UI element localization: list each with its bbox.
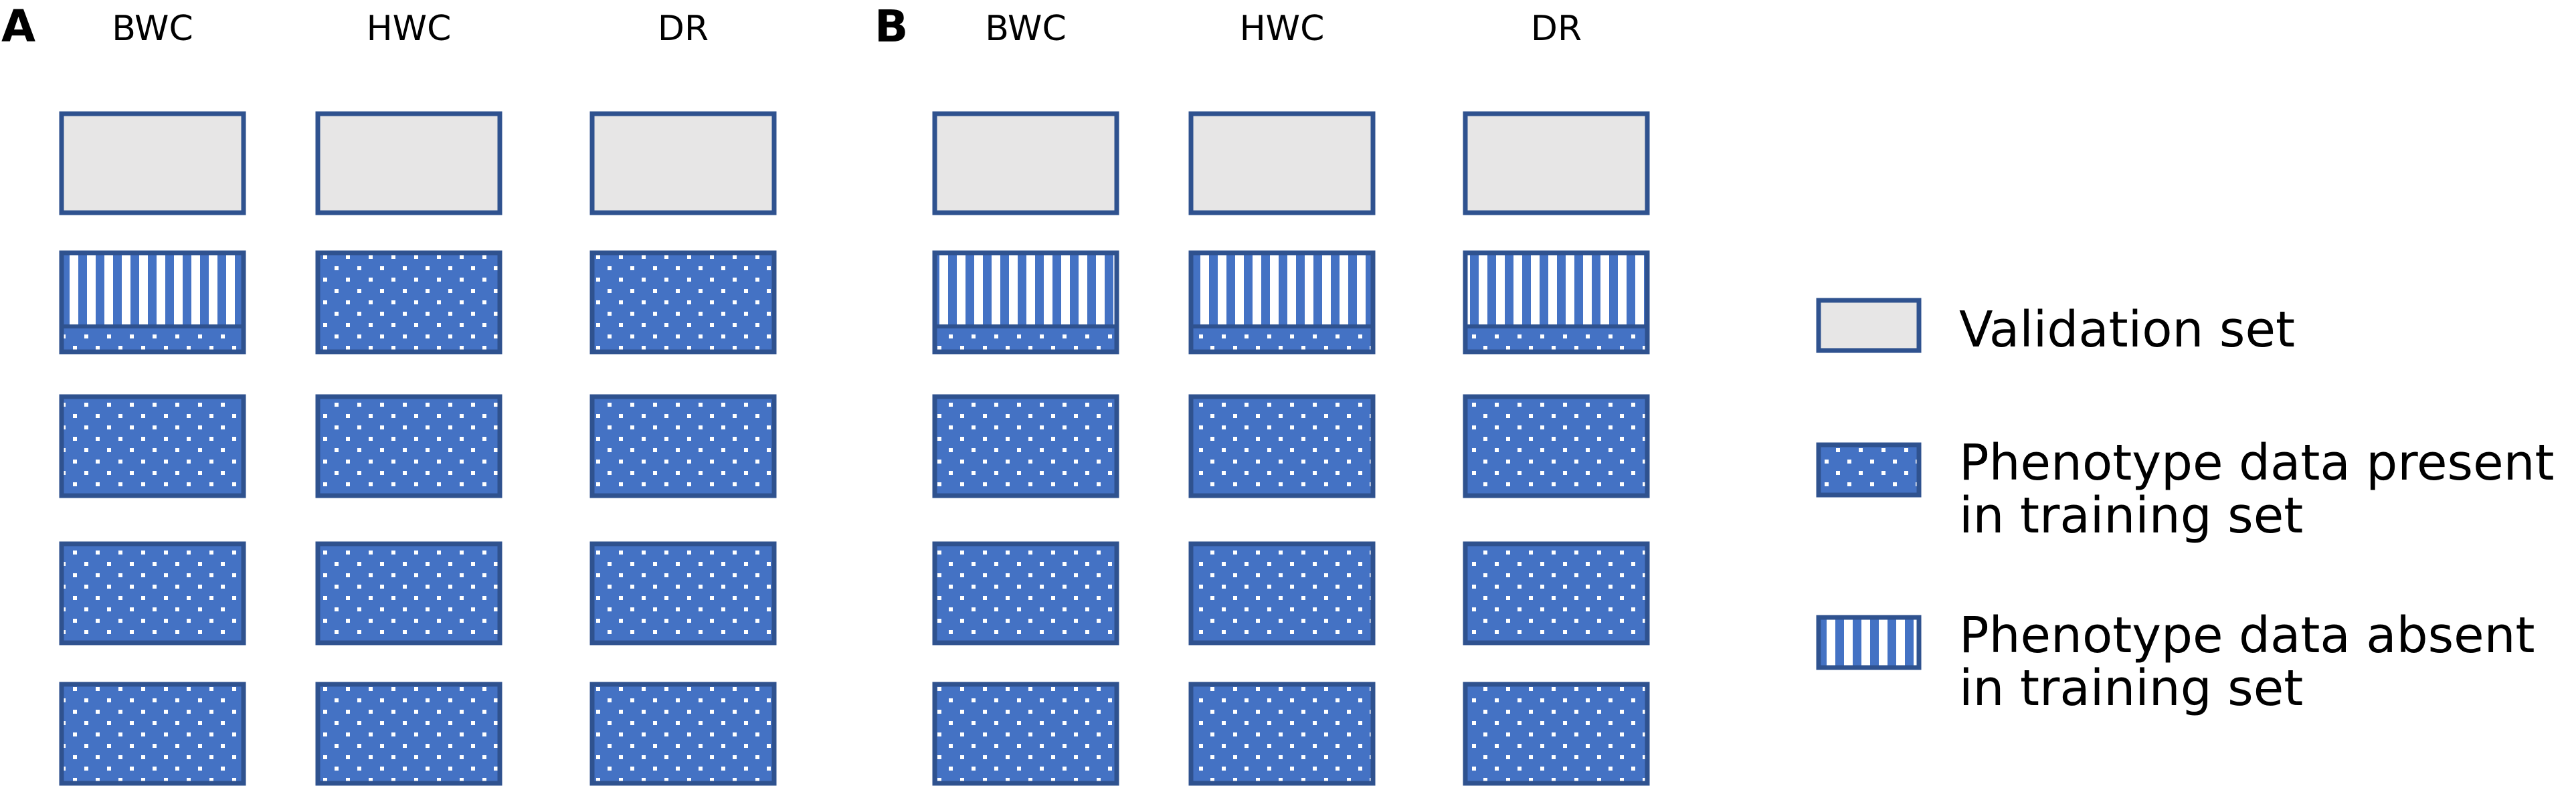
legend-label: Phenotype data absent <box>1959 607 2535 664</box>
fold-box-absent-partial <box>1463 250 1650 355</box>
fold-box-present <box>1463 682 1650 786</box>
legend-swatch-validation <box>1816 298 1922 353</box>
legend-swatch-present <box>1816 442 1922 498</box>
fold-box-present <box>59 682 246 786</box>
panel-letter: B <box>875 1 908 52</box>
column-header-dr: DR <box>658 9 709 49</box>
fold-box-present <box>589 682 777 786</box>
fold-box-present <box>315 394 502 498</box>
fold-box-validation <box>1463 111 1650 215</box>
column-header-hwc: HWC <box>1240 9 1325 49</box>
panel-letter: A <box>1 1 35 52</box>
fold-box-absent-partial <box>1188 250 1376 355</box>
fold-box-validation <box>932 111 1119 215</box>
legend-swatch-absent <box>1816 615 1922 670</box>
fold-box-present <box>315 682 502 786</box>
fold-box-present <box>1463 394 1650 498</box>
panel-a: A BWC HWC DR <box>1 1 777 786</box>
fold-box-present <box>59 394 246 498</box>
fold-box-present <box>315 250 502 355</box>
legend-item-validation: Validation set <box>1816 298 2295 359</box>
panel-b: B BWC HWC DR <box>875 1 1650 786</box>
column-header-bwc: BWC <box>112 9 193 49</box>
legend-label: Phenotype data present <box>1959 434 2555 492</box>
legend-label: Validation set <box>1959 301 2295 359</box>
fold-box-present <box>1188 682 1376 786</box>
fold-box-present <box>932 394 1119 498</box>
column-header-dr: DR <box>1531 9 1582 49</box>
fold-box-present <box>589 394 777 498</box>
fold-box-absent-partial <box>59 250 246 355</box>
fold-box-present <box>1463 541 1650 645</box>
fold-box-present <box>589 250 777 355</box>
column-header-bwc: BWC <box>985 9 1067 49</box>
fold-box-present <box>315 541 502 645</box>
legend-label: in training set <box>1959 487 2303 544</box>
fold-box-present <box>59 541 246 645</box>
legend-label: in training set <box>1959 660 2303 717</box>
fold-box-present <box>932 541 1119 645</box>
fold-box-present <box>589 541 777 645</box>
fold-box-validation <box>1188 111 1376 215</box>
column-header-hwc: HWC <box>367 9 452 49</box>
panels-layer: A BWC HWC DR B BWC HWC DR <box>1 1 1650 786</box>
fold-box-validation <box>589 111 777 215</box>
fold-box-validation <box>315 111 502 215</box>
fold-box-validation <box>59 111 246 215</box>
fold-box-present <box>1188 394 1376 498</box>
fold-box-absent-partial <box>932 250 1119 355</box>
fold-box-present <box>1188 541 1376 645</box>
fold-box-present <box>932 682 1119 786</box>
